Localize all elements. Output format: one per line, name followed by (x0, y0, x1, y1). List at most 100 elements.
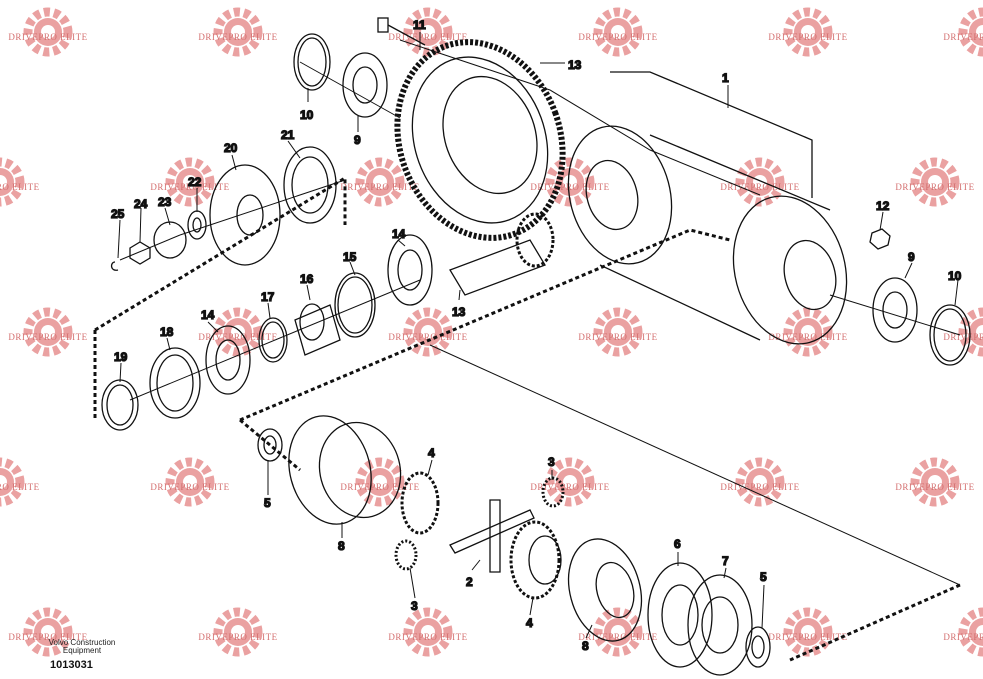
callout-1: 1 (722, 71, 729, 85)
shim (751, 635, 765, 659)
assembly-line (429, 344, 961, 586)
seal-ring (297, 37, 327, 87)
watermark-text: DRIVEPRO ELITE (578, 32, 657, 42)
callout-16: 16 (300, 272, 314, 286)
watermark-text: DRIVEPRO ELITE (895, 182, 974, 192)
watermark-text: DRIVEPRO ELITE (768, 632, 847, 642)
callout-13: 13 (452, 305, 466, 319)
callout-6: 6 (674, 537, 681, 551)
nut (129, 241, 151, 265)
dashed-boundary (239, 228, 731, 422)
watermark-logo: DRIVEPRO ELITE (340, 162, 419, 202)
watermark-text: DRIVEPRO ELITE (895, 482, 974, 492)
drawing: 1 2 3 3 4 4 5 5 6 7 8 8 9 9 10 10 11 12 … (93, 17, 971, 676)
clip (110, 261, 119, 271)
snap-ring (334, 272, 376, 338)
watermark-logo: DRIVEPRO ELITE (768, 12, 847, 52)
watermark-logo: DRIVEPRO ELITE (388, 12, 467, 52)
callout-21: 21 (281, 128, 295, 142)
seal (291, 156, 329, 214)
drawing-number: 1013031 (50, 659, 93, 671)
watermark-logo: DRIVEPRO ELITE (8, 312, 87, 352)
dashed-boundary (93, 175, 347, 420)
shim (258, 317, 288, 363)
pinion-gear (394, 539, 418, 571)
callout-20: 20 (224, 141, 238, 155)
watermark-logo: DRIVEPRO ELITE (578, 312, 657, 352)
callout-12: 12 (876, 199, 890, 213)
watermark-logo: DRIVEPRO ELITE (388, 612, 467, 652)
seal (149, 347, 201, 419)
callout-18: 18 (160, 325, 174, 339)
differential-housing (288, 415, 402, 525)
watermark-text: DRIVEPRO ELITE (8, 332, 87, 342)
callout-5: 5 (760, 570, 767, 584)
watermark-text: DRIVEPRO ELITE (943, 332, 983, 342)
shim (745, 626, 771, 668)
leader-lines (117, 32, 959, 639)
watermark-text: DRIVEPRO ELITE (8, 32, 87, 42)
watermark-layer: DRIVEPRO ELITE DRIVEPRO ELITE DRIVEPRO ELI… (0, 12, 983, 652)
watermark-text: DRIVEPRO ELITE (150, 182, 229, 192)
brand-line: Volvo Construction (48, 638, 116, 647)
callout-10: 10 (948, 269, 962, 283)
spider-cross (449, 499, 535, 573)
callout-3: 3 (548, 455, 555, 469)
callout-7: 7 (722, 554, 729, 568)
callout-23: 23 (158, 195, 172, 209)
dashed-boundary (789, 583, 961, 662)
bearing (205, 325, 251, 395)
shim (261, 321, 285, 359)
friction-disc (661, 584, 699, 646)
shim (263, 435, 277, 455)
differential-housing (567, 538, 643, 642)
watermark-text: DRIVEPRO ELITE (720, 182, 799, 192)
watermark-text: DRIVEPRO ELITE (578, 632, 657, 642)
bearing (387, 234, 433, 306)
callout-4: 4 (526, 616, 533, 630)
callout-19: 19 (114, 350, 128, 364)
dashed-boundary (239, 418, 301, 472)
watermark-text: DRIVEPRO ELITE (578, 332, 657, 342)
watermark-text: DRIVEPRO ELITE (720, 482, 799, 492)
watermark-text: DRIVEPRO ELITE (0, 482, 40, 492)
watermark-logo: DRIVEPRO ELITE (8, 612, 87, 652)
assembly-line (829, 294, 961, 336)
bearing (397, 249, 423, 291)
watermark-text: DRIVEPRO ELITE (8, 632, 87, 642)
snap-ring (337, 276, 373, 334)
nut (869, 228, 891, 250)
watermark-text: DRIVEPRO ELITE (388, 632, 467, 642)
watermark-logo: DRIVEPRO ELITE (0, 462, 40, 502)
bearing (872, 277, 918, 343)
shim (257, 428, 283, 462)
watermark-logo: DRIVEPRO ELITE (198, 12, 277, 52)
watermark-logo: DRIVEPRO ELITE (895, 162, 974, 202)
lock-plate (153, 221, 187, 259)
callout-2: 2 (466, 575, 473, 589)
watermark-text: DRIVEPRO ELITE (943, 632, 983, 642)
brand-line: Equipment (62, 646, 102, 655)
friction-disc (647, 562, 713, 668)
seal-ring (933, 308, 967, 362)
watermark-logo: DRIVEPRO ELITE (720, 162, 799, 202)
watermark-logo: DRIVEPRO ELITE (895, 462, 974, 502)
watermark-logo: DRIVEPRO ELITE (340, 462, 419, 502)
watermark-logo: DRIVEPRO ELITE (0, 162, 39, 202)
watermark-logo: DRIVEPRO ELITE (768, 612, 847, 652)
plate (701, 596, 739, 654)
companion-flange (209, 164, 281, 266)
watermark-logo: DRIVEPRO ELITE (150, 162, 229, 202)
watermark-logo: DRIVEPRO ELITE (720, 462, 799, 502)
watermark-text: DRIVEPRO ELITE (388, 332, 467, 342)
watermark-logo: DRIVEPRO ELITE (578, 12, 657, 52)
watermark-text: DRIVEPRO ELITE (198, 32, 277, 42)
watermark-text: DRIVEPRO ELITE (388, 32, 467, 42)
callout-15: 15 (343, 250, 357, 264)
spacer-sleeve (294, 304, 341, 356)
ring-gear (394, 39, 566, 241)
brand-caption: Volvo Construction Equipment (42, 639, 122, 655)
watermark-text: DRIVEPRO ELITE (530, 482, 609, 492)
assembly-line (129, 279, 421, 401)
watermark-text: DRIVEPRO ELITE (943, 32, 983, 42)
